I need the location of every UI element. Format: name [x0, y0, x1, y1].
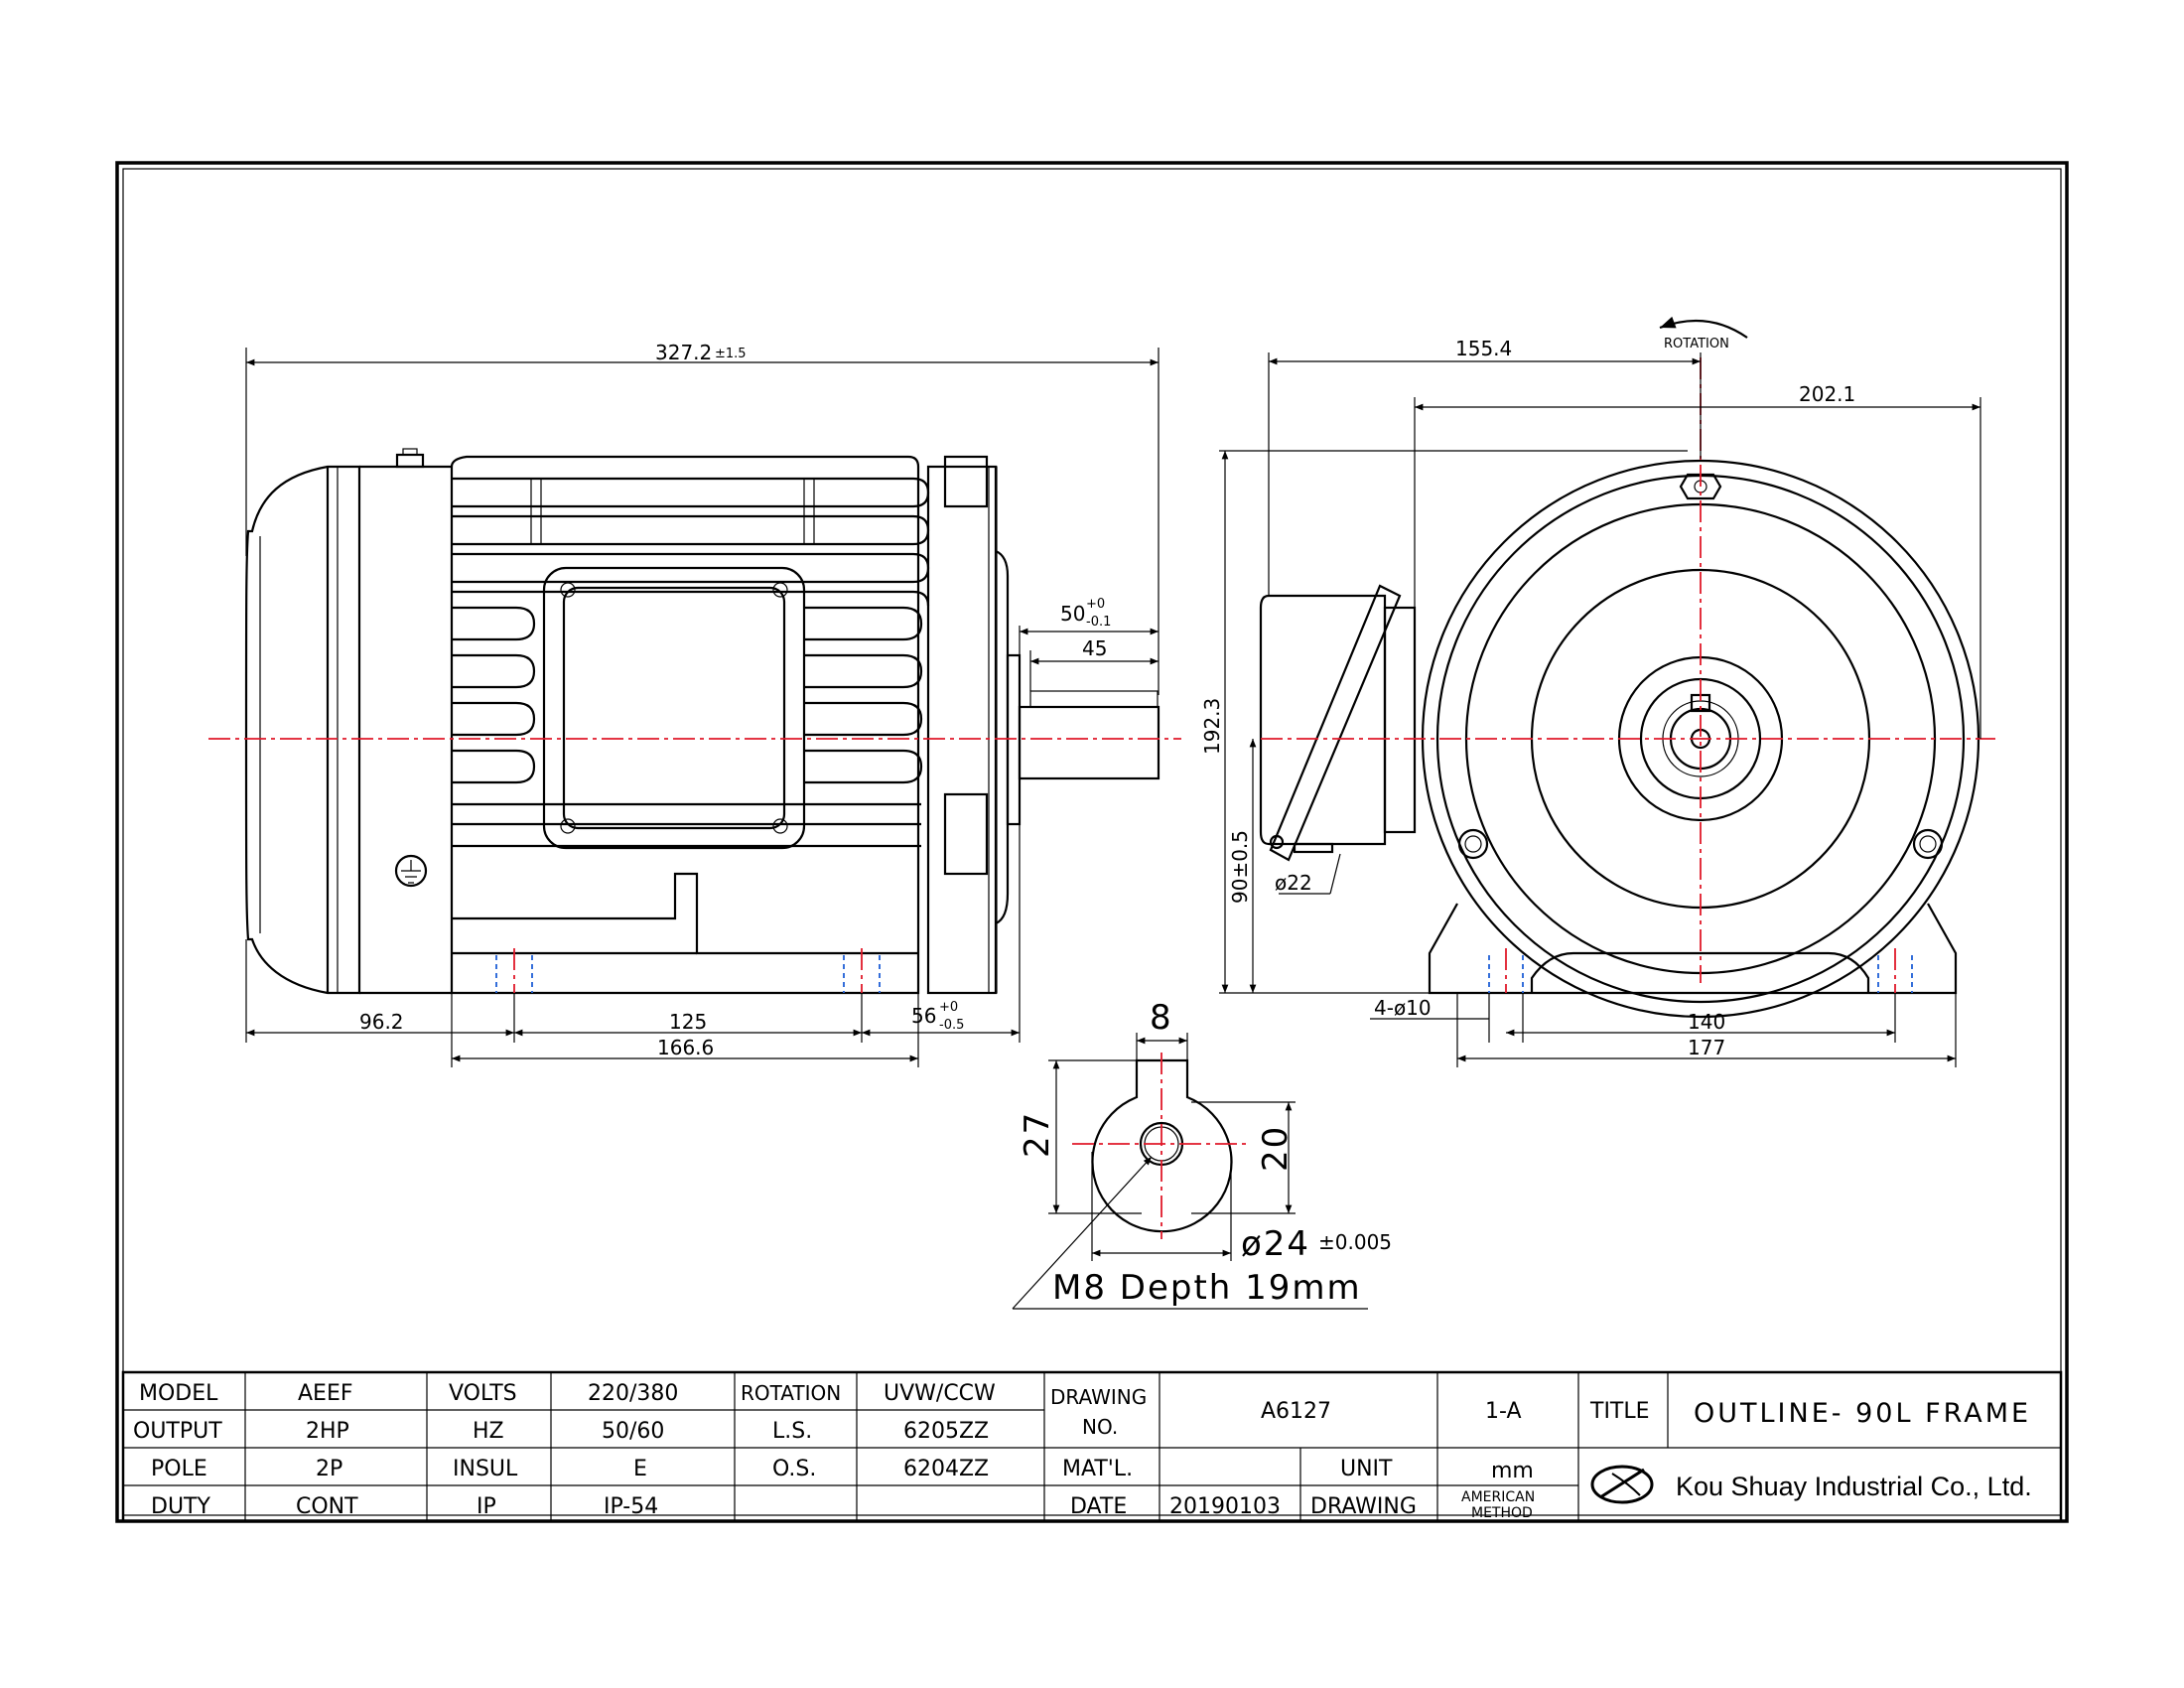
tb-date-value: 20190103 [1169, 1494, 1281, 1519]
tb-ip-value: IP-54 [604, 1494, 658, 1519]
svg-text:+0: +0 [939, 1000, 958, 1015]
tb-unit-value: mm [1491, 1459, 1534, 1483]
dim-shaft-key-height: 27 [1018, 1111, 1057, 1158]
tb-title-value: OUTLINE- 90L FRAME [1694, 1398, 2031, 1429]
shaft-detail: 8 27 20 ø24 ±0.005 M8 Depth 19mm [1012, 998, 1392, 1310]
dim-terminal-offset: 155.4 [1455, 337, 1512, 360]
shaft [1018, 705, 1160, 780]
svg-text:+0: +0 [1086, 597, 1105, 612]
tb-rotation-value: UVW/CCW [884, 1381, 996, 1406]
dim-overall-height: 192.3 [1200, 698, 1224, 755]
dim-shaft-diameter: ø24 [1241, 1224, 1310, 1264]
rotation-arrow-icon [1659, 316, 1748, 339]
title-block: MODEL AEEF VOLTS 220/380 ROTATION UVW/CC… [121, 1370, 2063, 1523]
tb-insul-value: E [633, 1457, 647, 1481]
dim-rear-to-hole: 96.2 [359, 1010, 404, 1034]
tb-title-label: TITLE [1589, 1399, 1650, 1424]
svg-text:-0.1: -0.1 [1086, 615, 1111, 630]
dim-shaft-height-detail: 20 [1256, 1125, 1296, 1172]
tb-volts-value: 220/380 [588, 1381, 678, 1406]
tb-company: Kou Shuay Industrial Co., Ltd. [1676, 1472, 2032, 1501]
dim-hole-to-shoulder: 56 [911, 1004, 936, 1028]
tb-hz-label: HZ [473, 1419, 504, 1444]
tb-drawing-no-label-1: DRAWING [1050, 1385, 1147, 1409]
tb-drawing-method-value-2: METHOD [1471, 1505, 1533, 1521]
tb-revision: 1-A [1485, 1399, 1522, 1424]
front-view: ROTATION 155.4 202.1 192.3 90±0.5 ø22 4-… [1200, 316, 1995, 1067]
drawing-border [115, 161, 2069, 1523]
dim-key-width: 8 [1150, 998, 1173, 1038]
dim-foot-holes: 4-ø10 [1374, 996, 1432, 1020]
dim-overall-length-tol: ±1.5 [715, 347, 747, 361]
tb-os-value: 6204ZZ [903, 1457, 989, 1481]
tb-duty-value: CONT [296, 1494, 358, 1519]
tb-material-label: MAT'L. [1062, 1457, 1133, 1481]
dim-foot-width: 177 [1688, 1036, 1725, 1059]
dim-foot-hole-spacing: 125 [669, 1010, 707, 1034]
tb-drawing-method-label: DRAWING [1310, 1494, 1417, 1519]
dim-shaft-diameter-tol: ±0.005 [1318, 1230, 1392, 1254]
tb-model-label: MODEL [139, 1381, 218, 1406]
tb-drawing-no-value: A6127 [1261, 1399, 1331, 1424]
tb-unit-label: UNIT [1340, 1457, 1393, 1481]
dim-key-length: 45 [1082, 636, 1107, 660]
dim-foot-length: 166.6 [657, 1036, 714, 1059]
tb-ls-value: 6205ZZ [903, 1419, 989, 1444]
dim-overall-length: 327.2 [655, 341, 712, 364]
dim-foot-hole-spacing-front: 140 [1688, 1010, 1725, 1034]
tb-pole-value: 2P [316, 1457, 342, 1481]
svg-text:-0.5: -0.5 [939, 1018, 964, 1033]
side-view: 327.2 ±1.5 50 +0 -0.1 45 96.2 125 56 +0 … [208, 341, 1181, 1067]
tb-hz-value: 50/60 [602, 1419, 664, 1444]
tb-rotation-label: ROTATION [741, 1381, 841, 1405]
tb-insul-label: INSUL [453, 1457, 518, 1481]
dim-housing-width: 202.1 [1799, 382, 1855, 406]
tb-volts-label: VOLTS [449, 1381, 517, 1406]
terminal-box [542, 566, 806, 850]
tb-os-label: O.S. [772, 1457, 816, 1481]
company-logo [1590, 1465, 1654, 1504]
tb-pole-label: POLE [151, 1457, 207, 1481]
tb-drawing-no-label-2: NO. [1082, 1415, 1118, 1439]
tb-date-label: DATE [1070, 1494, 1127, 1519]
dim-shaft-center-height: 90±0.5 [1228, 830, 1252, 904]
rotation-label: ROTATION [1664, 337, 1729, 352]
ground-terminal-icon [394, 854, 428, 888]
dim-shaft-length: 50 [1060, 602, 1085, 626]
dim-conduit: ø22 [1275, 871, 1312, 895]
tb-model-value: AEEF [298, 1381, 353, 1406]
tb-drawing-method-value-1: AMERICAN [1461, 1489, 1535, 1505]
tb-ls-label: L.S. [772, 1419, 812, 1444]
tb-duty-label: DUTY [151, 1494, 210, 1519]
dim-tapped-hole: M8 Depth 19mm [1052, 1268, 1362, 1308]
tb-ip-label: IP [477, 1494, 496, 1519]
tb-output-value: 2HP [306, 1419, 349, 1444]
tb-output-label: OUTPUT [133, 1419, 222, 1444]
